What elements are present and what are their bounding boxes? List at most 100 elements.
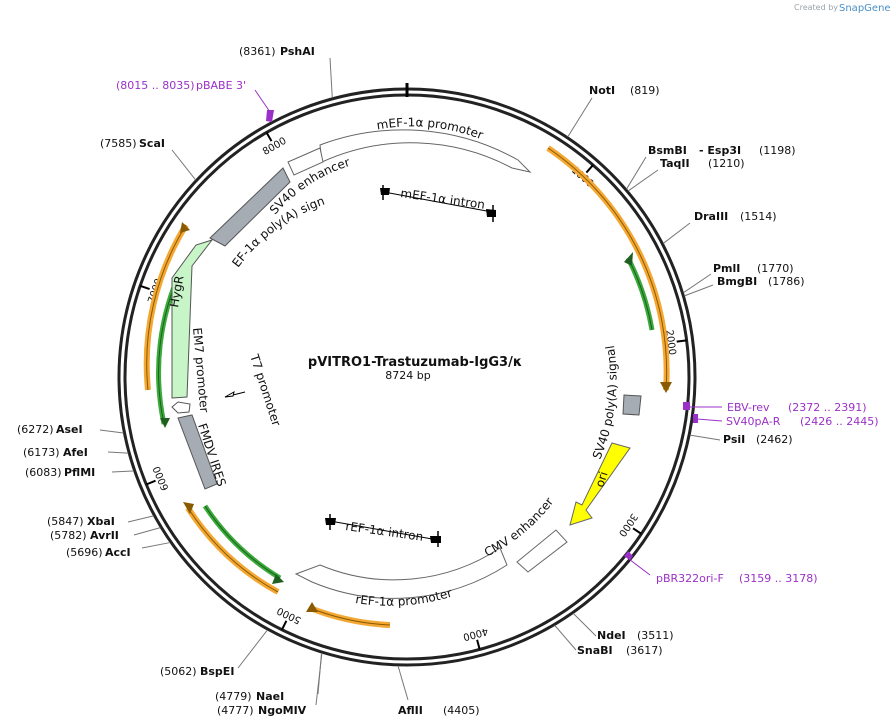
plasmid-name: pVITRO1-Trastuzumab-IgG3/κ [308, 355, 522, 370]
site-line-pfl [111, 470, 134, 473]
primer-label-sv40pa[interactable]: SV40pA-R (2426 .. 2445) [726, 415, 879, 428]
svg-text:pBABE 3': pBABE 3' [196, 79, 246, 92]
svg-text:AseI: AseI [56, 423, 83, 436]
site-label-sna[interactable]: SnaBI (3617) [577, 644, 663, 657]
svg-text:(6083): (6083) [25, 466, 62, 479]
svg-text:DraIII: DraIII [694, 210, 728, 223]
site-label-nae[interactable]: (4779) NaeI [215, 690, 284, 703]
primer-pbabe-marker[interactable] [254, 89, 274, 122]
site-line-afl [397, 665, 409, 701]
ef1a-polya-block[interactable] [209, 167, 291, 247]
cds-arc-lower-left-head [272, 574, 284, 584]
svg-text:(2426 .. 2445): (2426 .. 2445) [800, 415, 879, 428]
site-label-avr[interactable]: (5782) AvrII [50, 529, 119, 542]
hygr-arrow[interactable] [171, 239, 214, 399]
tick-label-4000: 4000 [462, 625, 489, 642]
ref-intron[interactable] [325, 514, 441, 547]
tick-label-6000: 6000 [152, 464, 172, 492]
site-label-bsp[interactable]: (5062) BspEI [160, 665, 234, 678]
svg-text:ScaI: ScaI [139, 137, 165, 150]
mef-promoter-arrow[interactable] [319, 129, 532, 173]
site-line-avr [133, 527, 161, 536]
site-label-nde[interactable]: NdeI (3511) [597, 629, 674, 642]
site-line-bsp [237, 629, 268, 669]
site-label-pml[interactable]: PmlI (1770) [713, 262, 794, 275]
site-line-acc [141, 542, 171, 549]
site-line-psi [690, 434, 721, 441]
svg-text:(1786): (1786) [768, 275, 805, 288]
site-label-dra[interactable]: DraIII (1514) [694, 210, 777, 223]
svg-text:BsmBI: BsmBI [648, 144, 687, 157]
svg-text:(3511): (3511) [637, 629, 674, 642]
mef-intron-label: mEF-1α intron [400, 186, 486, 212]
site-line-psh [329, 57, 333, 98]
primer-label-pbabe[interactable]: (8015 .. 8035) pBABE 3' [116, 79, 246, 92]
ori-arrow[interactable] [569, 442, 631, 526]
tick-label-8000: 8000 [261, 136, 289, 158]
site-label-afl[interactable]: AflII (4405) [398, 704, 480, 717]
svg-text:PsiI: PsiI [723, 433, 745, 446]
site-label-afe[interactable]: (6173) AfeI [23, 446, 88, 459]
t7-promoter-mark[interactable] [224, 391, 246, 398]
primer-sv40pa-marker[interactable] [693, 414, 723, 423]
site-label-psh[interactable]: (8361) PshAI [239, 45, 315, 58]
svg-text:TaqII: TaqII [660, 157, 690, 170]
tick-mark-1000 [585, 164, 594, 174]
svg-text:(6173): (6173) [23, 446, 60, 459]
svg-text:PflMI: PflMI [64, 466, 95, 479]
site-line-ngo [315, 653, 323, 706]
ref-promoter-arrow[interactable] [294, 547, 508, 599]
orf-arc-bottom[interactable] [308, 605, 391, 628]
site-line-sna [554, 625, 577, 651]
primer-pbr-marker[interactable] [624, 551, 651, 576]
svg-text:AvrII: AvrII [90, 529, 119, 542]
svg-text:NotI: NotI [589, 84, 615, 97]
site-line-nde [572, 613, 597, 637]
svg-text:pBR322ori-F: pBR322ori-F [656, 572, 724, 585]
svg-text:NdeI: NdeI [597, 629, 626, 642]
site-label-ngo[interactable]: (4777) NgoMIV [217, 704, 307, 717]
svg-text:NaeI: NaeI [256, 690, 284, 703]
site-label-psi[interactable]: PsiI (2462) [723, 433, 793, 446]
sv40-polya-block[interactable] [622, 394, 642, 416]
fmdv-ires-block[interactable] [177, 414, 218, 490]
site-label-not[interactable]: NotI (819) [589, 84, 660, 97]
site-label-bsm[interactable]: BsmBI - Esp3I (1198) [648, 144, 796, 157]
site-label-pfl[interactable]: (6083) PflMI [25, 466, 95, 479]
site-line-pml [683, 273, 712, 294]
svg-text:BspEI: BspEI [200, 665, 234, 678]
svg-text:(1210): (1210) [708, 157, 745, 170]
site-line-dra [662, 222, 691, 244]
primer-ebv-marker[interactable] [683, 402, 722, 410]
site-line-bmg [684, 284, 714, 297]
cds-arc-right-head [624, 252, 633, 266]
site-line-bsm [626, 156, 647, 190]
site-label-bmg[interactable]: BmgBI (1786) [717, 275, 805, 288]
sv40-enhancer-block[interactable] [287, 147, 324, 176]
svg-text:(7585): (7585) [100, 137, 137, 150]
tick-mark-4000 [476, 639, 481, 650]
tick-mark-2000 [676, 339, 687, 343]
primer-label-ebv[interactable]: EBV-rev (2372 .. 2391) [727, 401, 867, 414]
svg-text:(8361): (8361) [239, 45, 276, 58]
primer-label-pbr[interactable]: pBR322ori-F (3159 .. 3178) [656, 572, 818, 585]
em7-promoter-block[interactable] [171, 401, 191, 414]
svg-text:(1514): (1514) [740, 210, 777, 223]
site-label-ase[interactable]: (6272) AseI [17, 423, 83, 436]
site-label-taq[interactable]: TaqII (1210) [660, 157, 745, 170]
snapgene-logo: SnapGene [839, 3, 891, 14]
site-line-afe [107, 451, 129, 454]
svg-text:(5847): (5847) [47, 515, 84, 528]
site-label-sca[interactable]: (7585) ScaI [100, 137, 165, 150]
mef-intron[interactable] [380, 185, 496, 222]
svg-text:(5696): (5696) [66, 546, 103, 559]
site-label-xba[interactable]: (5847) XbaI [47, 515, 115, 528]
svg-text:(819): (819) [630, 84, 660, 97]
plasmid-size: 8724 bp [385, 369, 430, 382]
cmv-enhancer-block[interactable] [516, 529, 568, 573]
svg-text:(3159 .. 3178): (3159 .. 3178) [739, 572, 818, 585]
svg-text:(3617): (3617) [626, 644, 663, 657]
site-label-acc[interactable]: (5696) AccI [66, 546, 131, 559]
site-line-ase [99, 429, 124, 434]
